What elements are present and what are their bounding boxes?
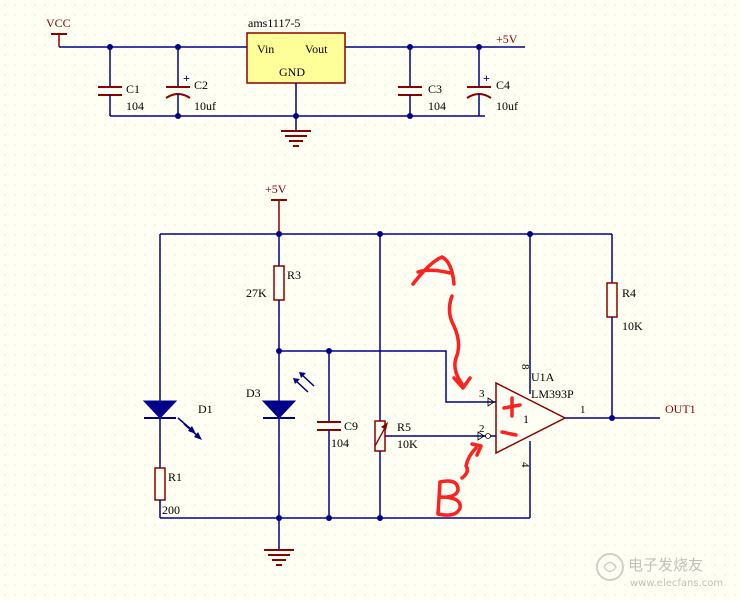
annotation-minus-sign	[500, 430, 518, 437]
watermark-logo-icon	[596, 553, 624, 581]
r5-value: 10K	[397, 437, 418, 451]
junction-dot	[476, 44, 482, 50]
pin-minus-number: 2	[479, 423, 485, 435]
annotation-letter-b	[436, 479, 462, 517]
c2-value: 10uf	[194, 99, 216, 113]
d3-ref: D3	[246, 386, 261, 400]
c4-ref: C4	[496, 78, 510, 92]
ground-symbol	[281, 116, 311, 147]
resistor-r1[interactable]: R1 200	[154, 467, 182, 518]
capacitor-c4[interactable]: + C4 10uf	[466, 47, 518, 116]
pin-out-number: 1	[580, 404, 586, 416]
c2-ref: C2	[194, 78, 208, 92]
supply-port: +5V	[265, 182, 287, 234]
plus-mark: +	[183, 71, 190, 85]
watermark-text: 电子发烧友	[628, 556, 703, 574]
capacitor-c9[interactable]: C9 104	[317, 351, 358, 518]
capacitor-c2[interactable]: + C2 10uf	[165, 47, 216, 116]
handwritten-annotations	[411, 255, 522, 517]
ground-symbol	[264, 518, 294, 566]
ic-body	[246, 32, 346, 84]
resistor-r4[interactable]: R4 10K	[606, 234, 643, 418]
c9-ref: C9	[344, 419, 358, 433]
pin-vout-label: Vout	[305, 42, 328, 56]
pin-plus-number: 3	[479, 388, 485, 400]
plus-input-wire	[279, 350, 488, 403]
c1-ref: C1	[126, 82, 140, 96]
watermark: 电子发烧友 www.elecfans.com	[596, 553, 723, 589]
r1-ref: R1	[168, 470, 182, 484]
c9-value: 104	[331, 436, 349, 450]
photodiode-d3[interactable]: D3	[246, 351, 315, 518]
regulator-section: VCC C1 104 + C2 10uf	[46, 16, 525, 147]
plus5v-net-label: +5V	[496, 32, 518, 46]
annotation-arrow-a	[447, 294, 464, 386]
supply-label: +5V	[265, 182, 287, 196]
pin-vcc-number: 8	[519, 364, 531, 370]
c1-value: 104	[126, 99, 144, 113]
resistor-r3[interactable]: R3 27K	[246, 234, 301, 351]
r3-ref: R3	[287, 268, 301, 282]
unit-number: 1	[523, 412, 529, 426]
ic-name: ams1117-5	[248, 16, 300, 30]
annotation-plus-sign	[502, 396, 522, 418]
r5-ref: R5	[397, 420, 411, 434]
regulator-ic[interactable]: ams1117-5 Vin Vout GND	[246, 16, 346, 116]
vcc-label: VCC	[46, 16, 71, 30]
pin-gnd-number: 4	[519, 462, 531, 468]
pin-gnd-label: GND	[279, 65, 305, 79]
c3-value: 104	[428, 99, 446, 113]
capacitor-c3[interactable]: C3 104	[398, 47, 446, 116]
r3-value: 27K	[246, 286, 267, 300]
plus-mark: +	[483, 71, 490, 85]
potentiometer-r5[interactable]: R5 10K	[374, 234, 478, 518]
u-ref: U1A	[531, 370, 555, 384]
d1-ref: D1	[198, 402, 213, 416]
vcc-port: VCC	[46, 16, 71, 47]
annotation-arrow-b	[460, 446, 478, 480]
r4-ref: R4	[622, 286, 636, 300]
led-d1[interactable]: D1	[142, 234, 213, 468]
sensor-section: +5V D1 R1 200	[142, 182, 696, 566]
annotation-arrowhead-b	[470, 442, 483, 457]
out1-net-label: OUT1	[665, 402, 696, 416]
annotation-arrowhead-a	[452, 376, 472, 390]
pin-vin-label: Vin	[257, 42, 274, 56]
u-part: LM393P	[531, 387, 574, 401]
r4-value: 10K	[622, 319, 643, 333]
annotation-letter-a	[411, 255, 456, 286]
c4-value: 10uf	[496, 99, 518, 113]
r1-value: 200	[162, 503, 180, 517]
capacitor-c1[interactable]: C1 104	[98, 47, 144, 116]
c3-ref: C3	[428, 82, 442, 96]
watermark-url: www.elecfans.com	[630, 578, 723, 589]
